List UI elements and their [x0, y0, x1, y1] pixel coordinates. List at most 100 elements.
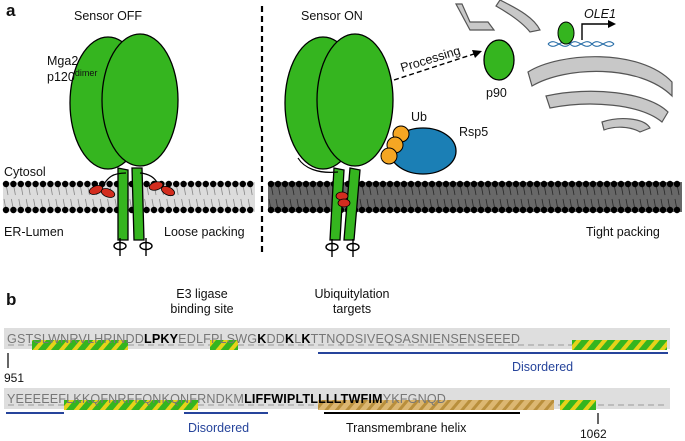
start-residue: 951 [4, 371, 24, 385]
lipid-head [76, 206, 84, 214]
er-sketch [454, 0, 673, 133]
lipid-head [519, 180, 527, 188]
lipid-head [267, 206, 275, 214]
lipid-head [17, 206, 24, 214]
sequence-segment: TTNQDSIVEQSASNIENSENSEEED [311, 332, 521, 346]
helix-2a [64, 400, 198, 410]
lipid-head [603, 206, 611, 214]
lipid-head [91, 206, 99, 214]
lipid-head [173, 206, 180, 214]
transcription-arrowhead [608, 20, 616, 28]
panel-b-letter: b [6, 290, 16, 309]
lipid-head [582, 206, 590, 214]
loose-packing-label: Loose packing [164, 225, 245, 239]
lipid-head [393, 180, 401, 188]
lipid-head [232, 180, 239, 188]
rsp5-label: Rsp5 [459, 125, 488, 139]
lipid-head [143, 206, 150, 214]
sequence-segment: EDLFPLSWG [178, 332, 257, 346]
sequence-segment: GSTSLWNRVLHRINDD [7, 332, 144, 346]
lipid-head [217, 180, 224, 188]
p90-shape [483, 39, 515, 81]
ub-label: Ub [411, 110, 427, 124]
lipid-head [498, 206, 506, 214]
lipid-head [512, 180, 520, 188]
lipid-head [309, 206, 317, 214]
lipid-head [239, 180, 246, 188]
lipid-head [617, 206, 625, 214]
lipid-head [267, 180, 275, 188]
lipid-head [47, 180, 54, 188]
lipid-head [624, 206, 632, 214]
lipid-head [69, 180, 76, 188]
lipid-head [624, 180, 632, 188]
lipid-head [295, 206, 303, 214]
lipid-head [25, 180, 32, 188]
p90-on-dna [557, 21, 575, 45]
sequence-segment: K [301, 332, 310, 346]
lipid-head [61, 206, 69, 214]
lipid-head [365, 180, 373, 188]
lipid-head [10, 180, 17, 188]
lipid-head [99, 206, 106, 214]
helix-2b [560, 400, 596, 410]
lipid-head [491, 180, 499, 188]
lipid-head [428, 180, 436, 188]
processing-label: Processing [399, 43, 462, 74]
lipid-head [673, 206, 681, 214]
lipid-head [449, 206, 457, 214]
sequence-segment: DD [266, 332, 285, 346]
lipid-head [484, 180, 492, 188]
lipid-head [365, 206, 373, 214]
lipid-head [659, 180, 667, 188]
sequence-segment: LIFFWIPLTLLLLTWFIM [244, 392, 383, 406]
lipid-head [323, 180, 331, 188]
tight-packing-label: Tight packing [586, 225, 660, 239]
lipid-head [372, 180, 380, 188]
lipid-head [32, 180, 39, 188]
lipid-head [554, 180, 562, 188]
processing-arrow [393, 51, 481, 81]
lipid-head [547, 180, 555, 188]
lipid-head [512, 206, 520, 214]
lipid-head [505, 206, 513, 214]
lipid-head [568, 180, 576, 188]
membrane-loose [2, 180, 255, 214]
lipid-head [372, 206, 380, 214]
lipid-head [456, 180, 464, 188]
lipid-head [589, 180, 597, 188]
lipid-head [526, 180, 534, 188]
lipid-head [519, 206, 527, 214]
lipid-head [323, 206, 331, 214]
lipid-head [568, 206, 576, 214]
lipid-head [173, 180, 180, 188]
lipid-head [69, 206, 76, 214]
lipid-head [547, 206, 555, 214]
ubi-label-line1: Ubiquitylation [314, 287, 389, 301]
disordered-label-1: Disordered [512, 360, 573, 374]
lipid-head [2, 180, 10, 188]
tm-helix [318, 400, 554, 410]
sensor-off-dimer [69, 33, 179, 241]
lipid-head [187, 180, 195, 188]
sequence-track-1 [4, 328, 670, 349]
lipid-head [150, 206, 158, 214]
lipid-head [32, 206, 39, 214]
end-residue: 1062 [580, 427, 607, 441]
lipid-head [407, 180, 415, 188]
dna-helix [547, 41, 615, 47]
lipid-head [435, 180, 443, 188]
lipid-head [217, 206, 224, 214]
lipid-head [202, 206, 209, 214]
transcription-arrow [581, 23, 612, 40]
sequence-row-1: GSTSLWNRVLHRINDDLPKYEDLFPLSWGKDDKLKTTNQD… [7, 332, 520, 346]
lipid-head [540, 180, 548, 188]
lipid-head [180, 180, 187, 188]
lipid-head [540, 206, 548, 214]
lipid-head [470, 180, 478, 188]
lipid-head [498, 180, 506, 188]
lipid-head [187, 206, 195, 214]
lipid-head [575, 206, 583, 214]
lipid-head [281, 180, 289, 188]
lipid-head [435, 206, 443, 214]
